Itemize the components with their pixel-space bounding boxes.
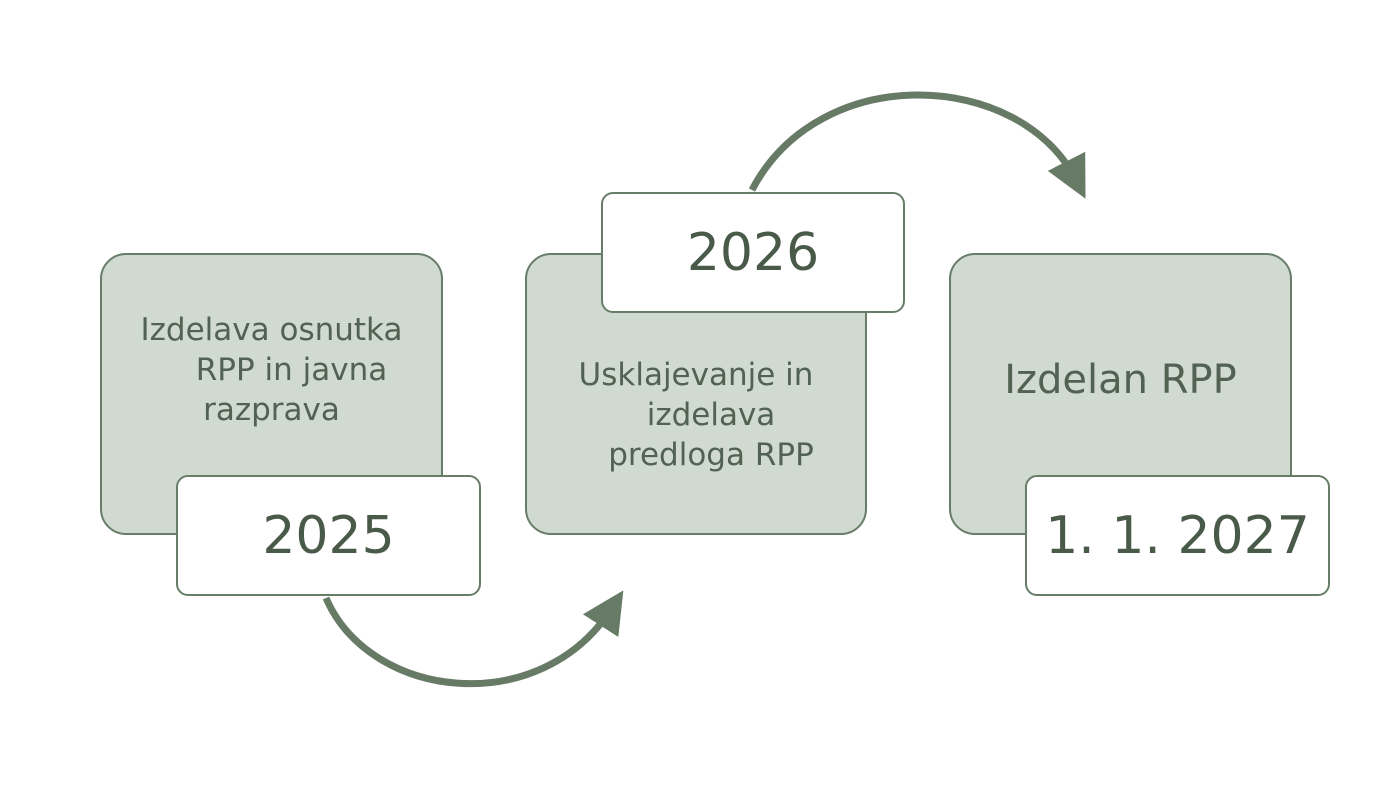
step-2-line-1: Usklajevanje in bbox=[578, 357, 814, 393]
step-1-line-2: RPP in javna bbox=[195, 352, 388, 388]
step-2-line-3: predloga RPP bbox=[608, 437, 814, 473]
step-2-line-2: izdelava bbox=[646, 397, 776, 433]
step-1-date-text: 2025 bbox=[262, 505, 395, 566]
step-2-date-text: 2026 bbox=[686, 222, 820, 283]
step-3-line-1: Izdelan RPP bbox=[1004, 357, 1237, 403]
step-1-line-3: razprava bbox=[203, 392, 340, 428]
step-2-date: 2026 bbox=[601, 192, 905, 313]
step-1-date: 2025 bbox=[176, 475, 481, 596]
step-1-line-1: Izdelava osnutka bbox=[140, 312, 403, 348]
arrow-2025-to-2026 bbox=[322, 590, 624, 688]
step-3-date: 1. 1. 2027 bbox=[1025, 475, 1330, 596]
arrow-2026-to-2027 bbox=[748, 91, 1086, 199]
step-3-date-text: 1. 1. 2027 bbox=[1045, 505, 1310, 566]
